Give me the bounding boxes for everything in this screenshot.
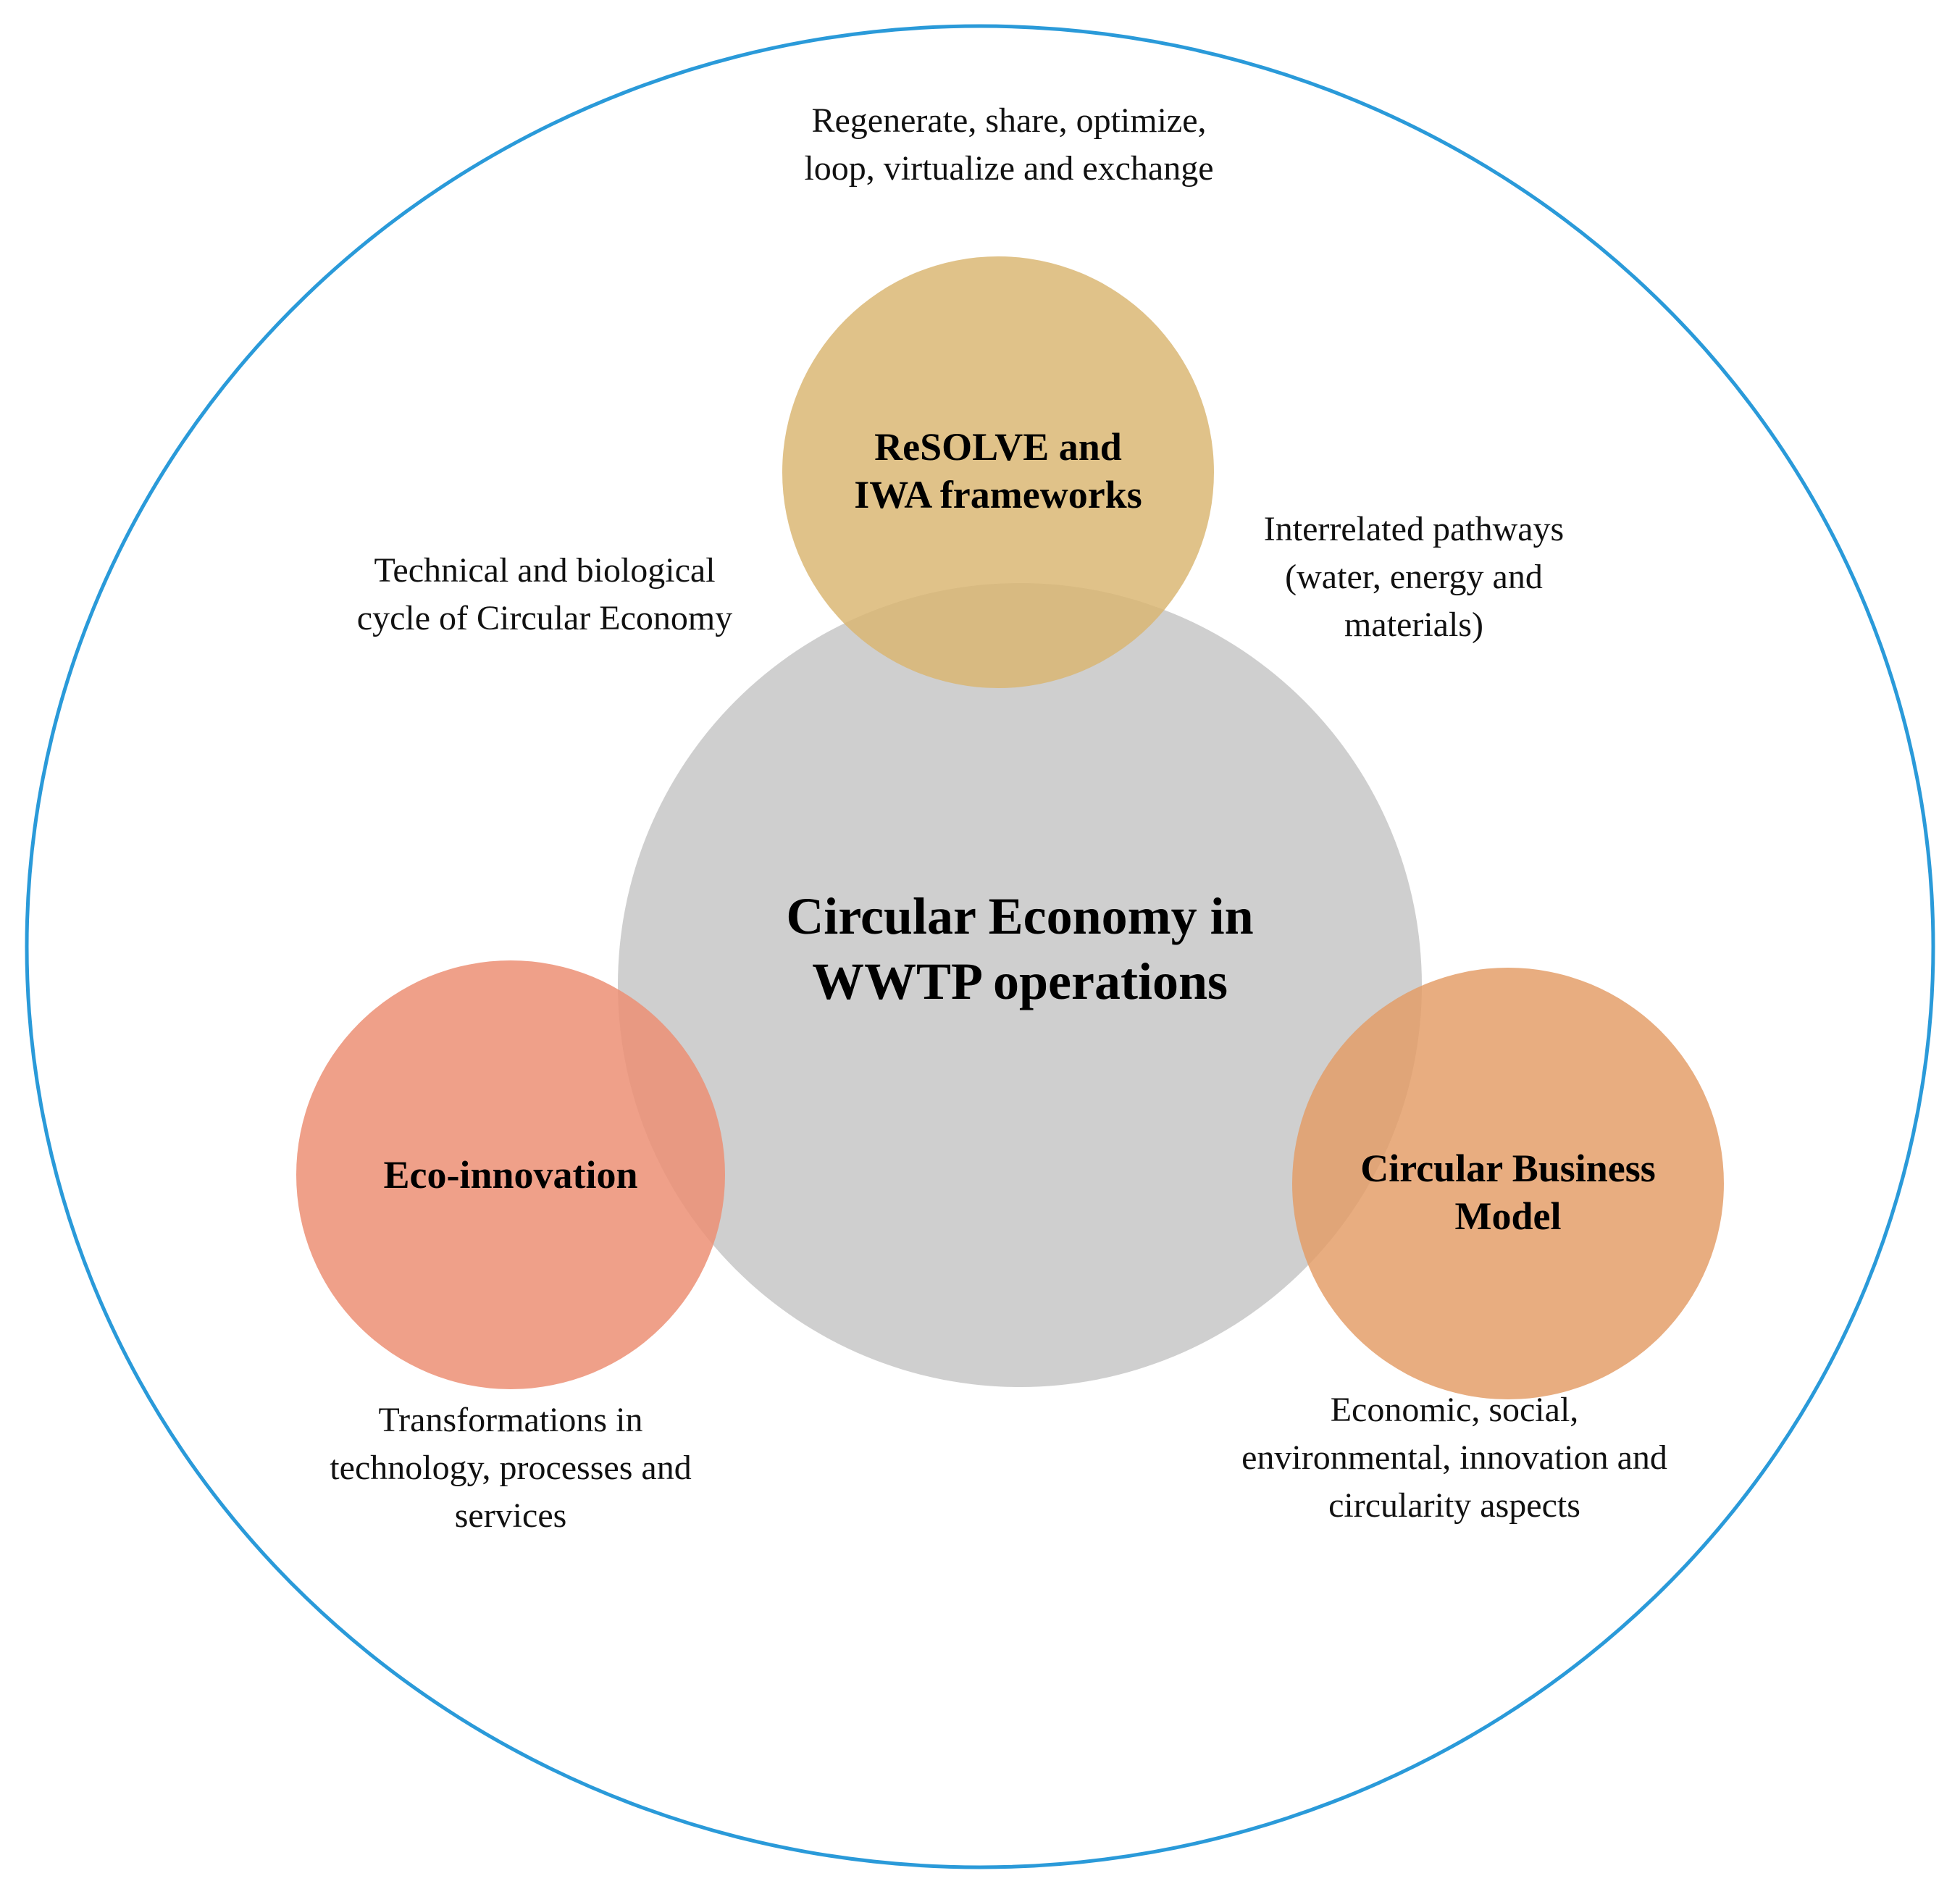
annotation-economic-social-line-2: environmental, innovation and [1241,1438,1667,1477]
annotation-technical-biological-line-2: cycle of Circular Economy [356,599,733,637]
eco-innovation-label: Eco-innovation [293,1139,728,1211]
resolve-circle [782,256,1214,688]
annotation-interrelated-pathways-line-1: Interrelated pathways [1263,510,1565,548]
annotation-technical-biological: Technical and biological cycle of Circul… [291,547,798,642]
eco-innovation-label-line-1: Eco-innovation [383,1153,638,1197]
annotation-economic-social: Economic, social, environmental, innovat… [1165,1386,1744,1530]
circular-business-model-circle [1292,968,1724,1399]
eco-innovation-circle [296,960,725,1389]
circular-business-model-label-line-1: Circular Business [1360,1147,1656,1190]
center-label-line-2: WWTP operations [811,952,1228,1010]
annotation-transformations-line-3: services [454,1496,567,1535]
annotation-transformations-line-1: Transformations in [378,1401,643,1439]
annotation-interrelated-pathways: Interrelated pathways (water, energy and… [1197,506,1631,649]
annotation-regenerate-line-2: loop, virtualize and exchange [804,149,1214,188]
circular-business-model-label: Circular Business Model [1291,1134,1725,1250]
annotation-transformations: Transformations in technology, processes… [257,1396,764,1540]
outer-ring [25,24,1935,1869]
center-label: Circular Economy in WWTP operations [658,862,1382,1036]
annotation-interrelated-pathways-line-2: (water, energy and [1285,558,1543,596]
annotation-interrelated-pathways-line-3: materials) [1344,606,1483,644]
resolve-label: ReSOLVE and IWA frameworks [781,406,1215,536]
center-label-line-1: Circular Economy in [786,887,1254,945]
annotation-regenerate: Regenerate, share, optimize, loop, virtu… [726,97,1291,193]
annotation-transformations-line-2: technology, processes and [330,1449,692,1487]
resolve-label-line-1: ReSOLVE and [874,425,1122,469]
circular-business-model-label-line-2: Model [1454,1194,1562,1238]
annotation-economic-social-line-3: circularity aspects [1328,1486,1580,1525]
annotation-technical-biological-line-1: Technical and biological [374,551,716,590]
resolve-label-line-2: IWA frameworks [854,473,1142,516]
center-circle [618,583,1422,1387]
annotation-regenerate-line-1: Regenerate, share, optimize, [811,101,1207,140]
annotation-economic-social-line-1: Economic, social, [1330,1391,1579,1429]
